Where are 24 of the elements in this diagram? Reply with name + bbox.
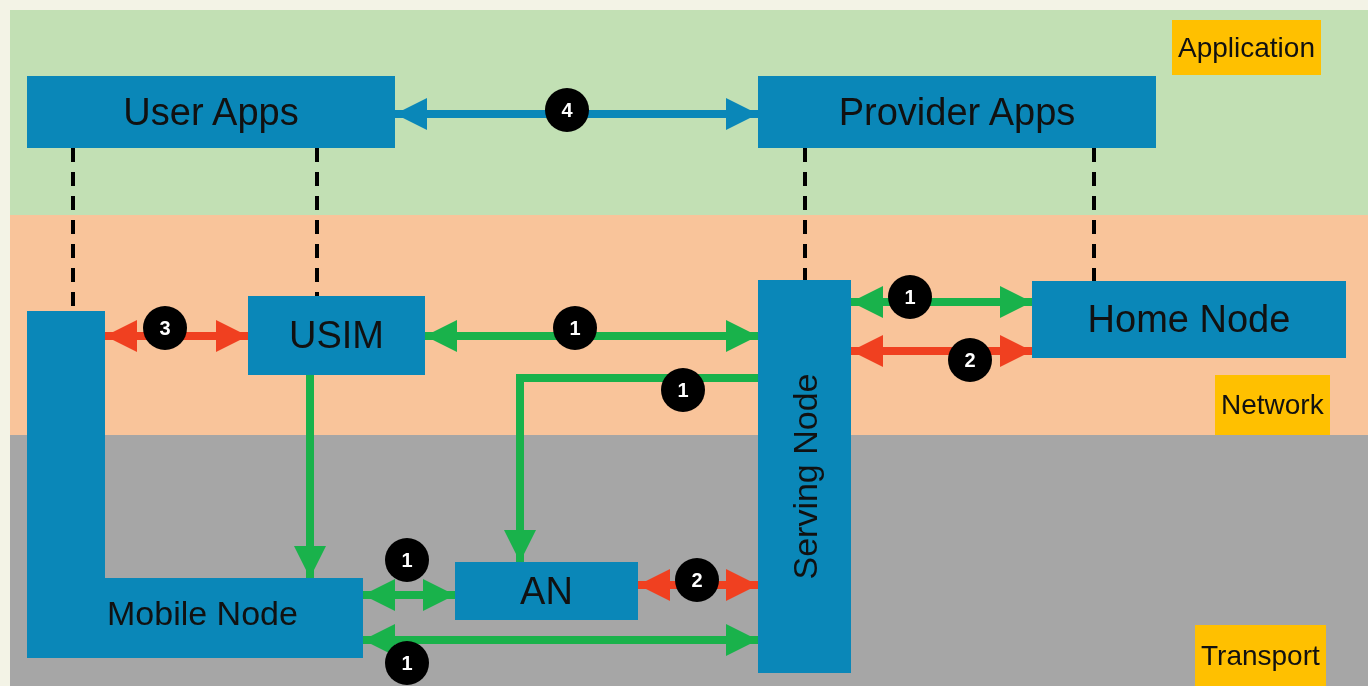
- node-label: Mobile Node: [107, 594, 298, 633]
- dashed-line: [1092, 148, 1096, 281]
- arrow: [395, 98, 758, 130]
- dashed-line: [803, 148, 807, 280]
- node-box: USIM: [248, 296, 425, 375]
- arrow: [851, 335, 1032, 367]
- layer-label: Transport: [1195, 625, 1326, 686]
- arrow: [294, 375, 326, 578]
- node-box: Serving Node: [758, 280, 851, 673]
- node-box: User Apps: [27, 76, 395, 148]
- arrow: [638, 569, 758, 601]
- layer-band: [10, 10, 1368, 215]
- arrow: [851, 286, 1032, 318]
- arrow: [425, 320, 758, 352]
- node-box: Home Node: [1032, 281, 1346, 358]
- layer-label: Application: [1172, 20, 1321, 75]
- layer-label: Network: [1215, 375, 1330, 435]
- node-box: AN: [455, 562, 638, 620]
- node-box: Provider Apps: [758, 76, 1156, 148]
- arrow: [504, 374, 758, 562]
- arrow: [105, 320, 248, 352]
- arrow: [363, 624, 758, 656]
- dashed-line: [315, 148, 319, 296]
- arrow: [363, 579, 455, 611]
